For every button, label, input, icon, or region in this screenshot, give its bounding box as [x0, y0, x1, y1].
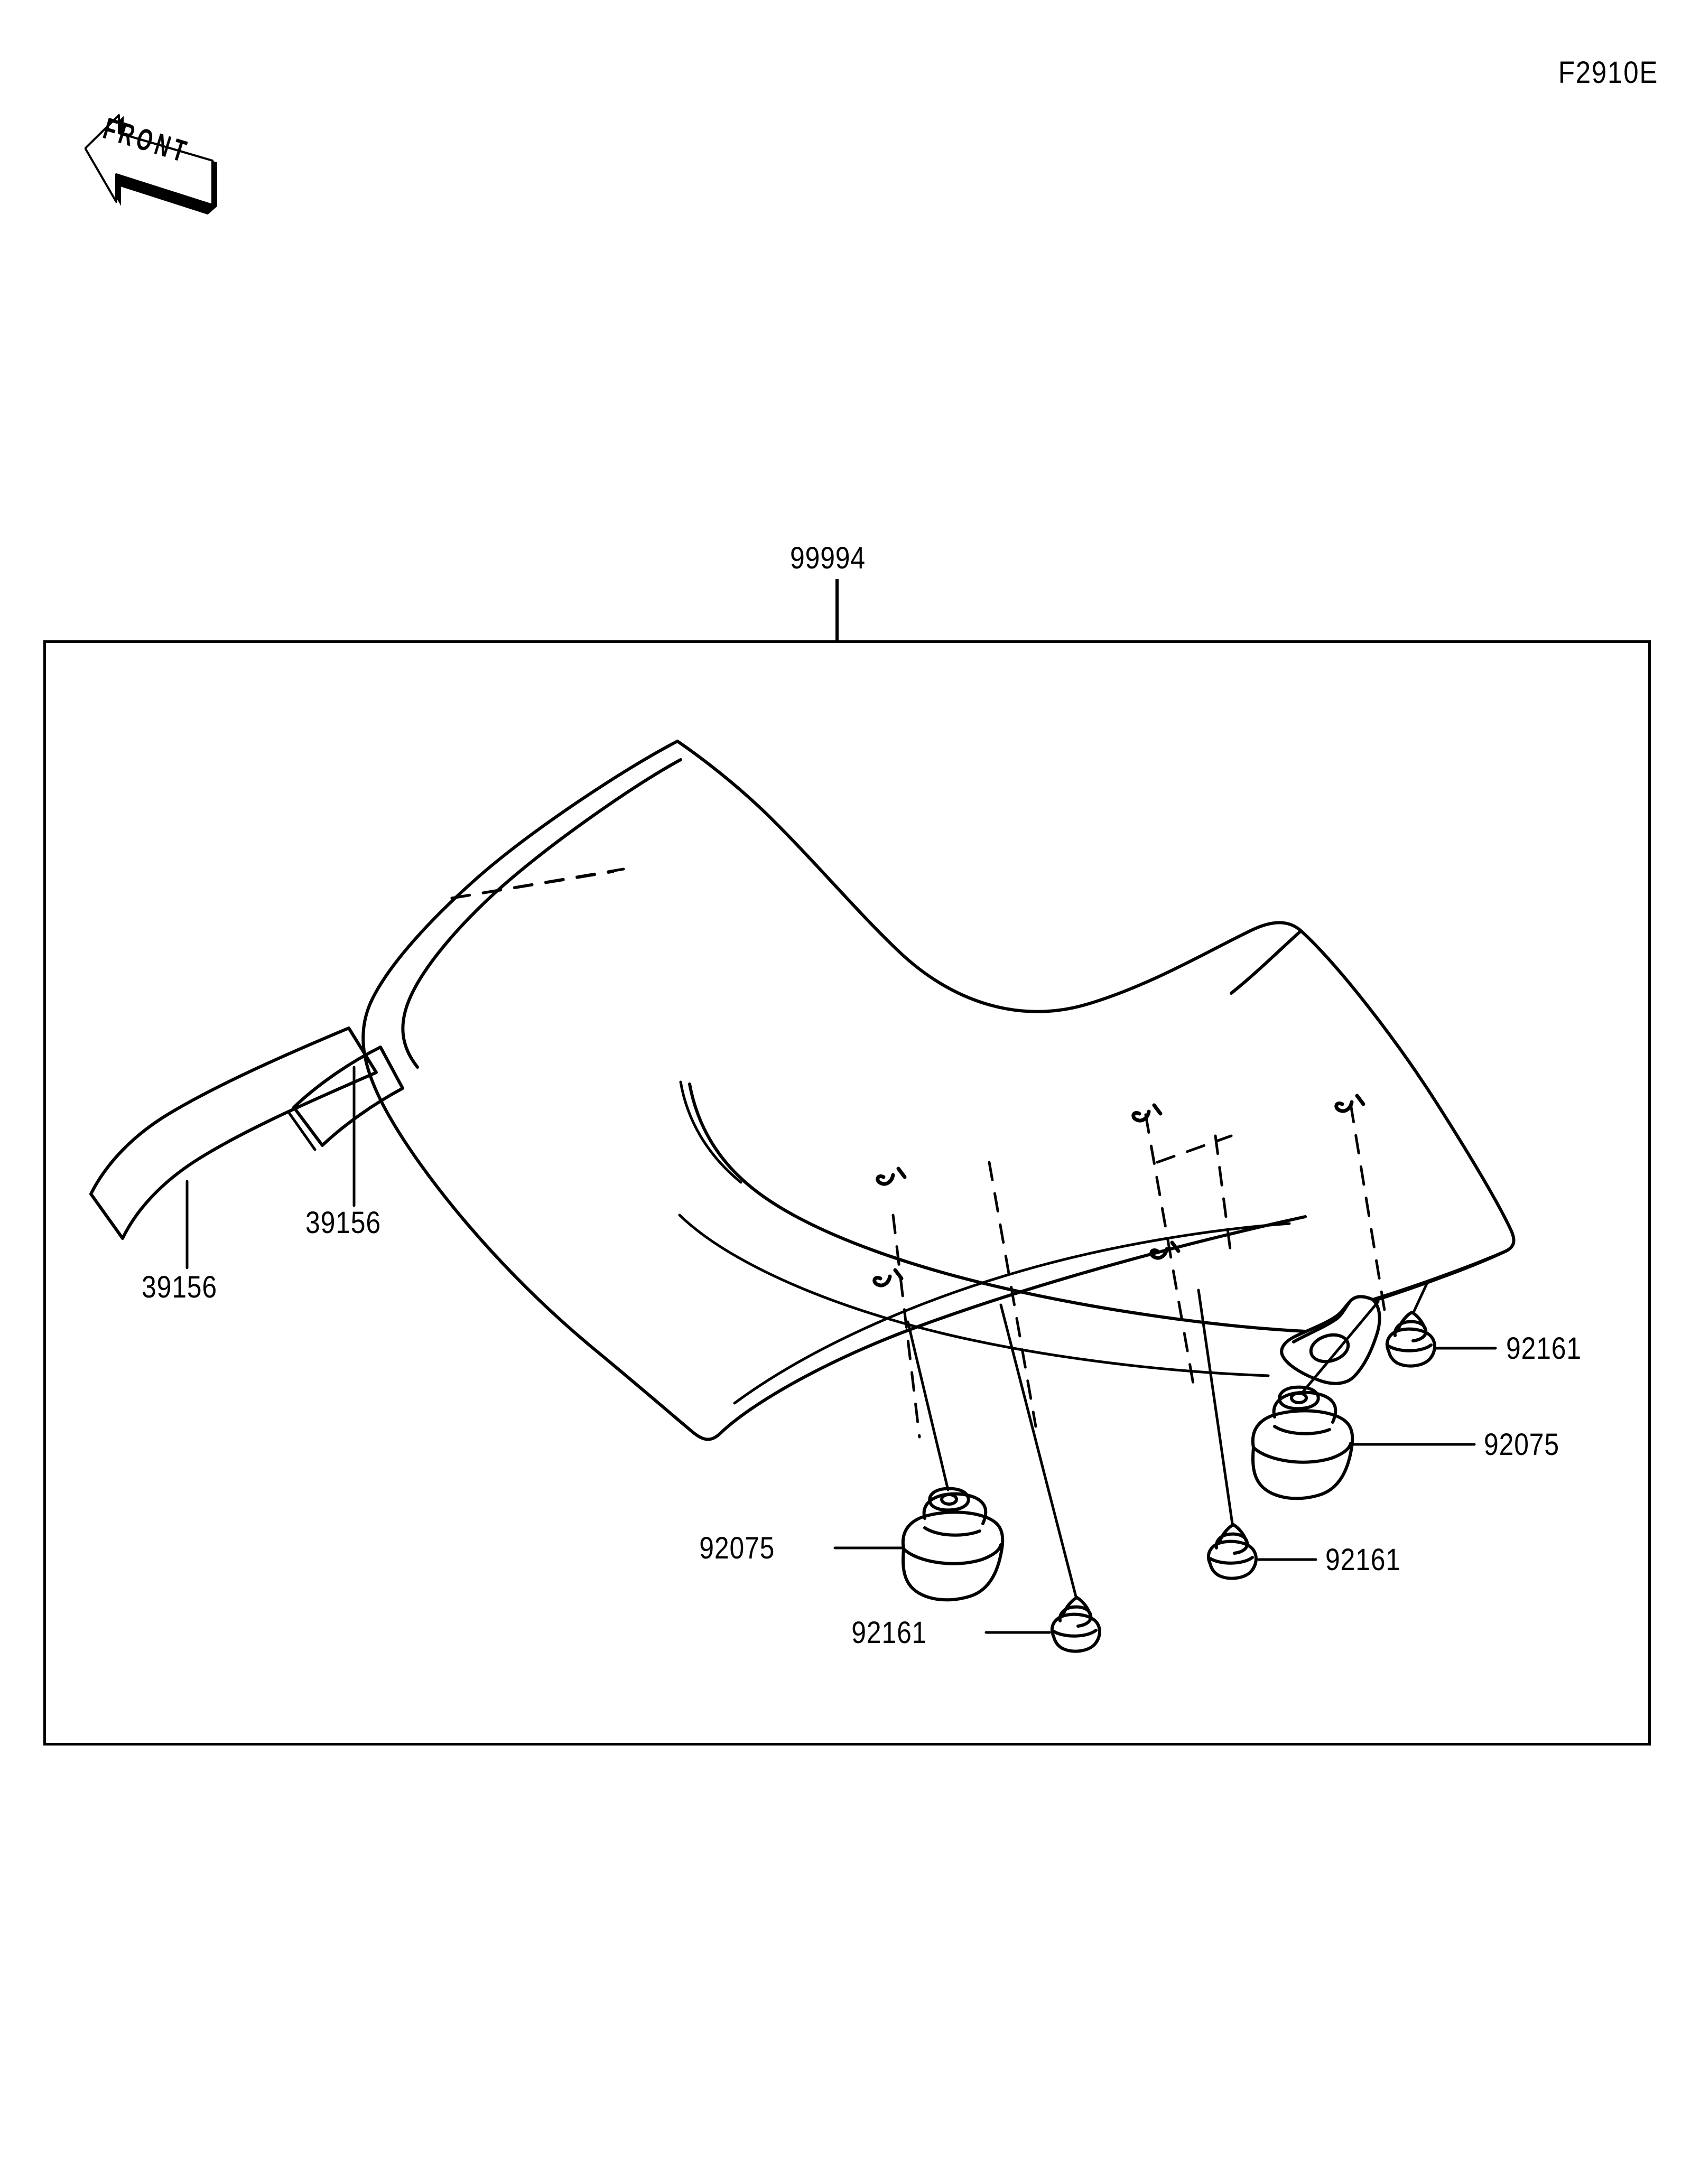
- callout-92075-damper-rear-right-label: 92075: [1484, 1427, 1560, 1462]
- diagram-frame: [43, 640, 1651, 1746]
- callout-92075-damper-front-left-label: 92075: [699, 1531, 775, 1565]
- callout-92161-plug-rear-right-label: 92161: [1506, 1331, 1582, 1366]
- callout-39156-strap-front-label: 39156: [142, 1270, 218, 1304]
- front-arrow-icon: FRONT: [74, 106, 233, 232]
- document-code: F2910E: [1558, 55, 1658, 90]
- callout-39156-strap-rear-label: 39156: [305, 1206, 382, 1240]
- callout-92161-plug-mid-right-label: 92161: [1325, 1543, 1401, 1577]
- callout-92161-plug-center-label: 92161: [851, 1616, 927, 1650]
- callout-99994-label: 99994: [790, 541, 866, 575]
